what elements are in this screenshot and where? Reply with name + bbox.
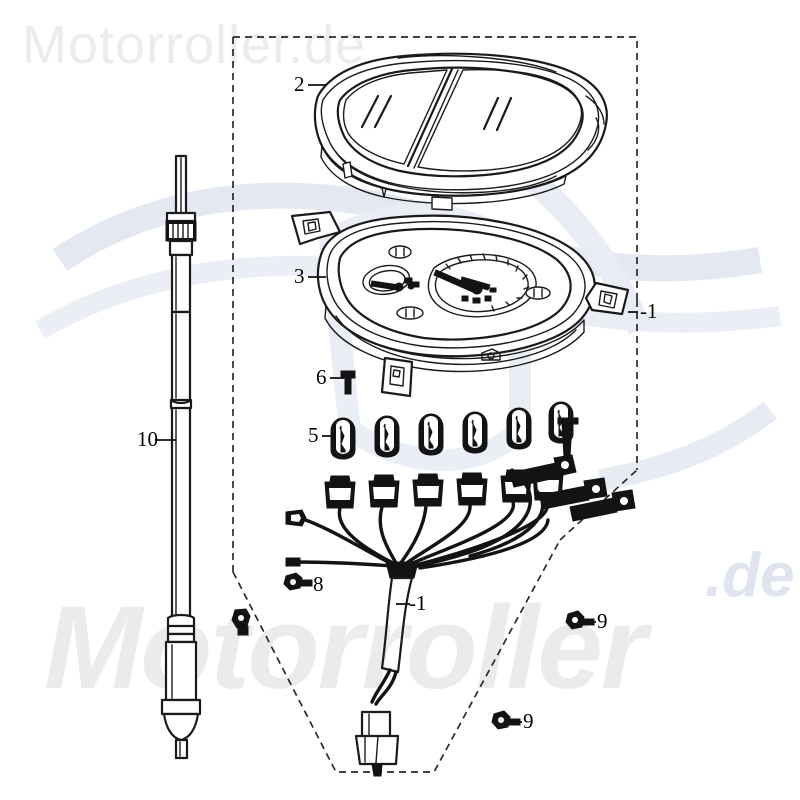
long-screw: [539, 477, 608, 510]
screw: [565, 610, 595, 630]
part-10-speedometer-cable: [160, 154, 202, 760]
callout-leaders: [155, 84, 638, 723]
bulb: [330, 417, 356, 460]
bulb-socket: [368, 474, 400, 508]
part-3-speedometer-housing: [290, 210, 630, 398]
callout-1-right: -1: [640, 299, 658, 323]
bulb: [462, 411, 488, 454]
part-8-screw: [283, 572, 313, 591]
part-9-screws: [231, 608, 595, 730]
bulb: [374, 415, 400, 458]
long-screws-group: [509, 417, 636, 522]
bulb-socket: [324, 475, 356, 509]
callout-1-bottom: -1: [409, 591, 427, 615]
callout-2: 2: [294, 72, 305, 96]
bulb: [418, 413, 444, 456]
callout-10: 10: [137, 427, 158, 451]
callout-5: 5: [308, 423, 319, 447]
screw: [491, 710, 521, 730]
watermark-top: Motorroller.de: [22, 15, 367, 75]
callout-3: 3: [294, 264, 305, 288]
long-screw: [509, 417, 579, 488]
screw-unlabeled: [231, 608, 251, 636]
callout-8: 8: [313, 572, 324, 596]
watermark-bottom-suffix: .de: [705, 541, 795, 610]
bulb-socket: [412, 473, 444, 507]
callout-9-upper: 9: [597, 609, 608, 633]
bulb: [506, 407, 532, 450]
watermark-bottom: Motorroller: [44, 582, 647, 714]
callout-6: 6: [316, 365, 327, 389]
part-2-speedometer-cover: [313, 52, 608, 211]
assembly-boundary-dashed: [232, 36, 638, 773]
part-1-wiring-harness: [285, 467, 564, 777]
bulb-socket: [456, 472, 488, 506]
long-screw: [569, 489, 636, 522]
callout-9-lower: 9: [523, 709, 534, 733]
